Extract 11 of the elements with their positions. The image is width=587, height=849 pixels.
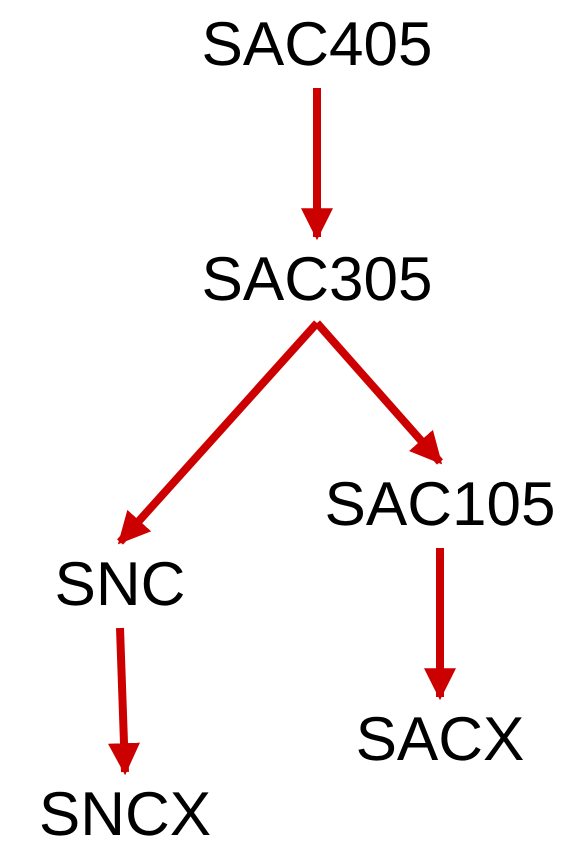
- arrow: [424, 548, 456, 700]
- alloy-label: SNCX: [38, 784, 212, 846]
- arrow: [314, 320, 443, 465]
- arrow: [117, 320, 320, 545]
- arrow: [301, 88, 333, 240]
- alloy-label: SAC405: [202, 14, 432, 76]
- alloy-label: SNC: [54, 554, 186, 616]
- alloy-label: SAC305: [202, 249, 432, 311]
- alloy-label: SACX: [356, 709, 524, 771]
- arrow: [108, 628, 140, 776]
- alloy-label: SAC105: [324, 474, 556, 536]
